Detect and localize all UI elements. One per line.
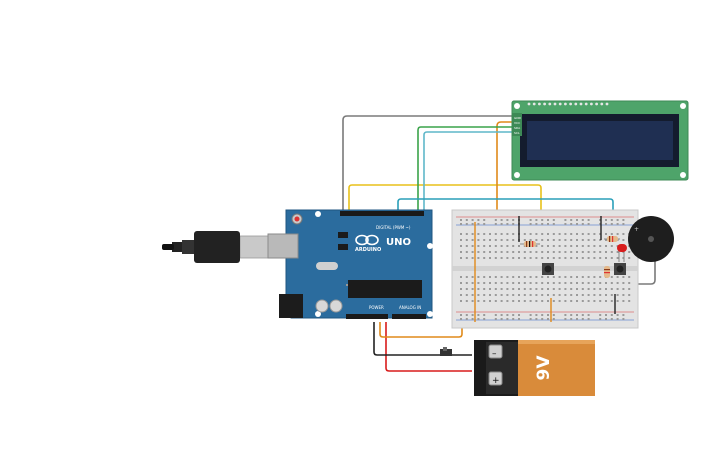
atmega-chip — [348, 280, 422, 298]
wire-gray-buzzer[interactable] — [628, 258, 656, 285]
battery-minus-label: – — [492, 349, 497, 359]
wires — [342, 115, 656, 372]
lcd-pin-scl: SCL — [514, 131, 520, 135]
pushbutton-2[interactable] — [614, 263, 626, 275]
resistor-3[interactable] — [604, 266, 610, 278]
digital-pins-label: DIGITAL (PWM ~) — [376, 225, 411, 230]
slide-switch[interactable] — [440, 347, 452, 356]
arduino-logo-icon — [355, 234, 379, 246]
led-red[interactable] — [617, 244, 627, 262]
arduino-uno[interactable]: ARDUINO UNO DIGITAL (PWM ~) POWER ANALOG… — [267, 209, 433, 319]
resistor-2[interactable] — [604, 236, 620, 242]
breadboard-components — [474, 216, 627, 322]
lcd-pin-vcc: VCC — [514, 121, 520, 125]
wire-cyan-lcd-scl[interactable] — [423, 131, 516, 212]
wire-red-power[interactable] — [385, 322, 472, 372]
wire-orange-lcd-vcc[interactable] — [496, 121, 516, 222]
wire-black-gnd[interactable] — [373, 322, 440, 356]
pushbutton-1[interactable] — [542, 263, 554, 275]
resistor-1[interactable] — [520, 241, 540, 247]
analog-pins-label: ANALOG IN — [399, 305, 421, 310]
lcd-pin-sda: SDA — [514, 126, 521, 130]
power-pins-label: POWER — [369, 305, 384, 310]
battery-voltage-label: 9V — [534, 355, 554, 381]
lcd-screen — [527, 121, 673, 160]
arduino-model-label: UNO — [386, 237, 411, 248]
piezo-buzzer[interactable]: + — [628, 216, 674, 262]
battery-plus-label: + — [492, 376, 500, 386]
usb-cable[interactable] — [162, 231, 287, 263]
arduino-brand-label: ARDUINO — [355, 247, 381, 253]
wire-green-lcd-sda[interactable] — [417, 126, 516, 212]
buzzer-plus-label: + — [634, 226, 639, 233]
wire-orange-power[interactable] — [379, 322, 463, 338]
lcd-pin-header: GND VCC SDA SCL — [512, 113, 522, 136]
wire-gray-lcd-gnd[interactable] — [342, 115, 516, 212]
lcd-top-pins — [527, 102, 609, 106]
lcd-pin-gnd: GND — [514, 116, 522, 120]
wire-yellow[interactable] — [348, 184, 542, 238]
battery-9v[interactable]: – + 9V — [474, 340, 595, 396]
lcd-display[interactable]: GND VCC SDA SCL — [511, 100, 689, 181]
wire-teal[interactable] — [397, 198, 614, 238]
